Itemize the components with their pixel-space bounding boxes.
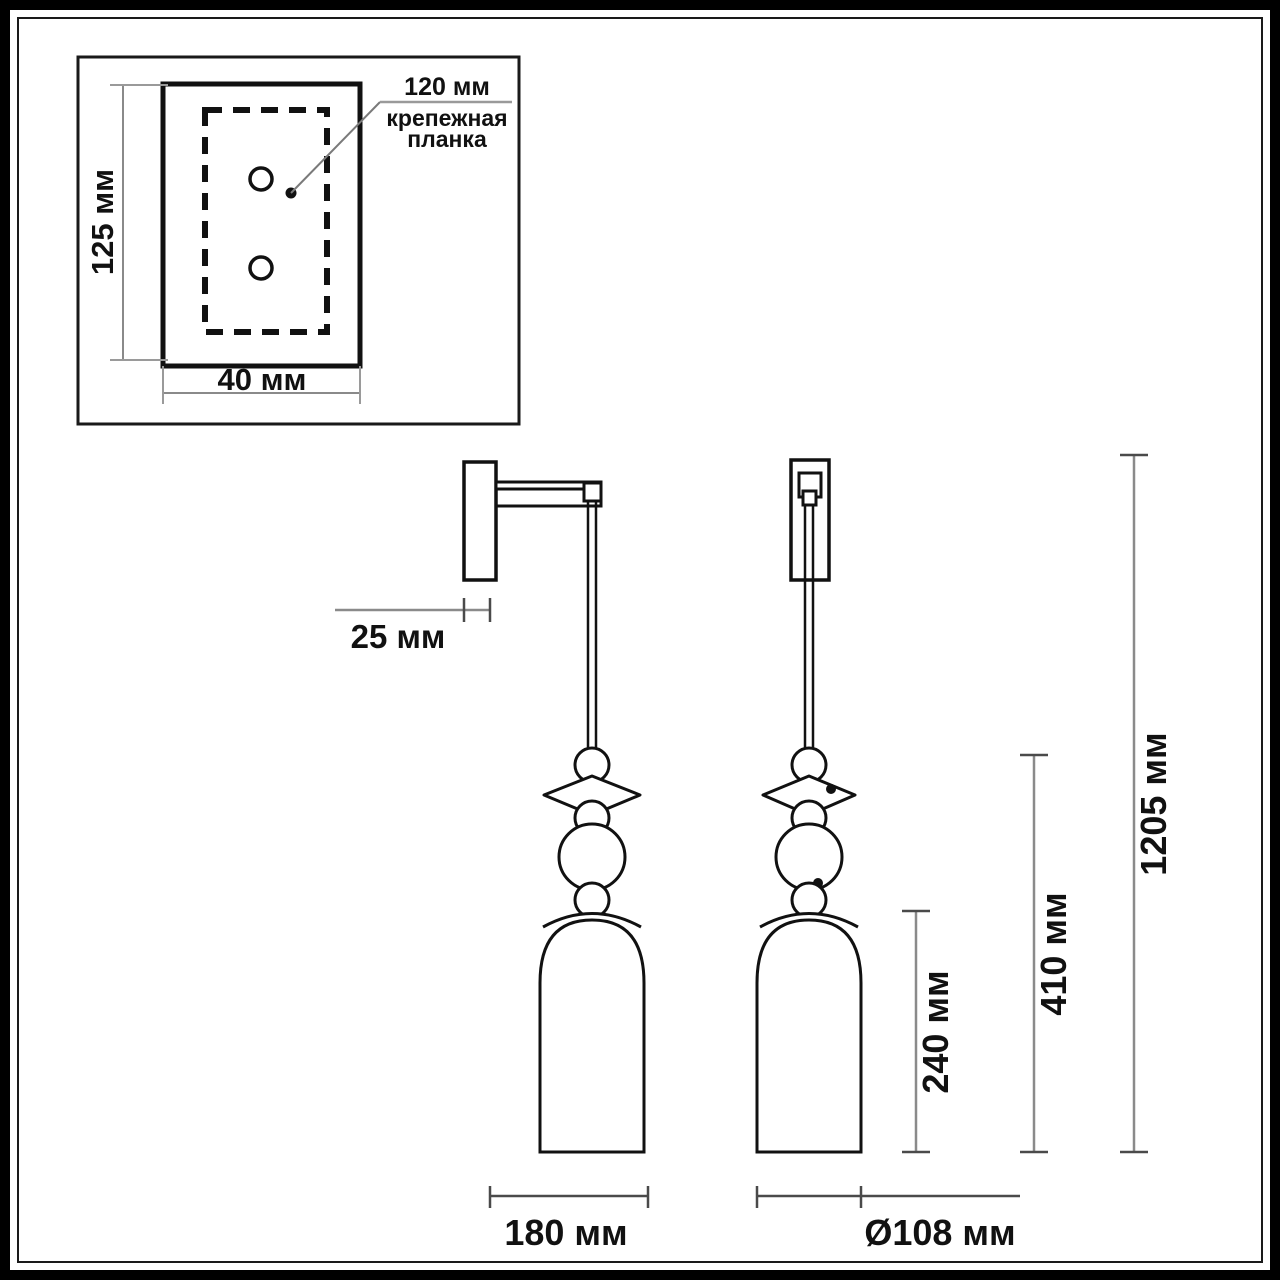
front-shade-body: [755, 918, 863, 1154]
dimension-total-height: 1205 мм: [1120, 453, 1174, 1154]
screw-hole-lower-icon: [248, 255, 274, 281]
total-height-label: 1205 мм: [1133, 732, 1174, 875]
mounting-plate-detail-panel: 125 мм 40 мм 120 мм крепежная планка: [76, 55, 521, 426]
callout-value-label: 120 мм: [404, 73, 490, 101]
mounting-plate-callout: 120 мм крепежная планка: [285, 73, 512, 199]
shade-height-label: 240 мм: [915, 970, 956, 1093]
dimension-side-width: 180 мм: [488, 1186, 650, 1253]
callout-name-line2: планка: [407, 126, 487, 152]
side-width-label: 180 мм: [504, 1212, 627, 1253]
mounting-bracket-dashed-outline: [202, 107, 330, 335]
dimension-shade-height: 240 мм: [902, 909, 956, 1154]
fixture-height-label: 410 мм: [1033, 892, 1074, 1015]
dimension-fixture-height: 410 мм: [1020, 753, 1074, 1154]
front-bead-small-bottom: [790, 881, 828, 919]
dimension-front-diameter: Ø108 мм: [755, 1186, 1020, 1253]
side-wall-plate: [462, 460, 498, 582]
mounting-plate-outline: [160, 81, 363, 369]
dimension-wall-projection: 25 мм: [335, 598, 492, 655]
front-bead-diamond-marker-dot: [826, 784, 836, 794]
dimension-plate-width: 40 мм: [162, 362, 361, 404]
front-diameter-label: Ø108 мм: [864, 1212, 1015, 1253]
front-connector-neck: [801, 489, 818, 507]
plate-height-label: 125 мм: [85, 169, 120, 275]
side-bead-large-sphere: [557, 822, 627, 892]
callout-name-line1: крепежная: [386, 105, 507, 131]
projection-label: 25 мм: [351, 618, 446, 655]
callout-leader-line: [290, 101, 381, 194]
inner-frame-line: [17, 17, 1263, 1263]
side-connector-block: [582, 481, 603, 503]
screw-hole-upper-icon: [248, 166, 274, 192]
front-bead-large-sphere: [774, 822, 844, 892]
side-shade-body: [538, 918, 646, 1154]
side-bead-small-bottom: [573, 881, 611, 919]
plate-width-label: 40 мм: [218, 362, 307, 397]
front-view-fixture: Ø108 мм: [755, 458, 1020, 1253]
side-view-fixture: 25 мм 180 мм: [335, 460, 650, 1253]
dimension-plate-height: 125 мм: [85, 84, 168, 361]
